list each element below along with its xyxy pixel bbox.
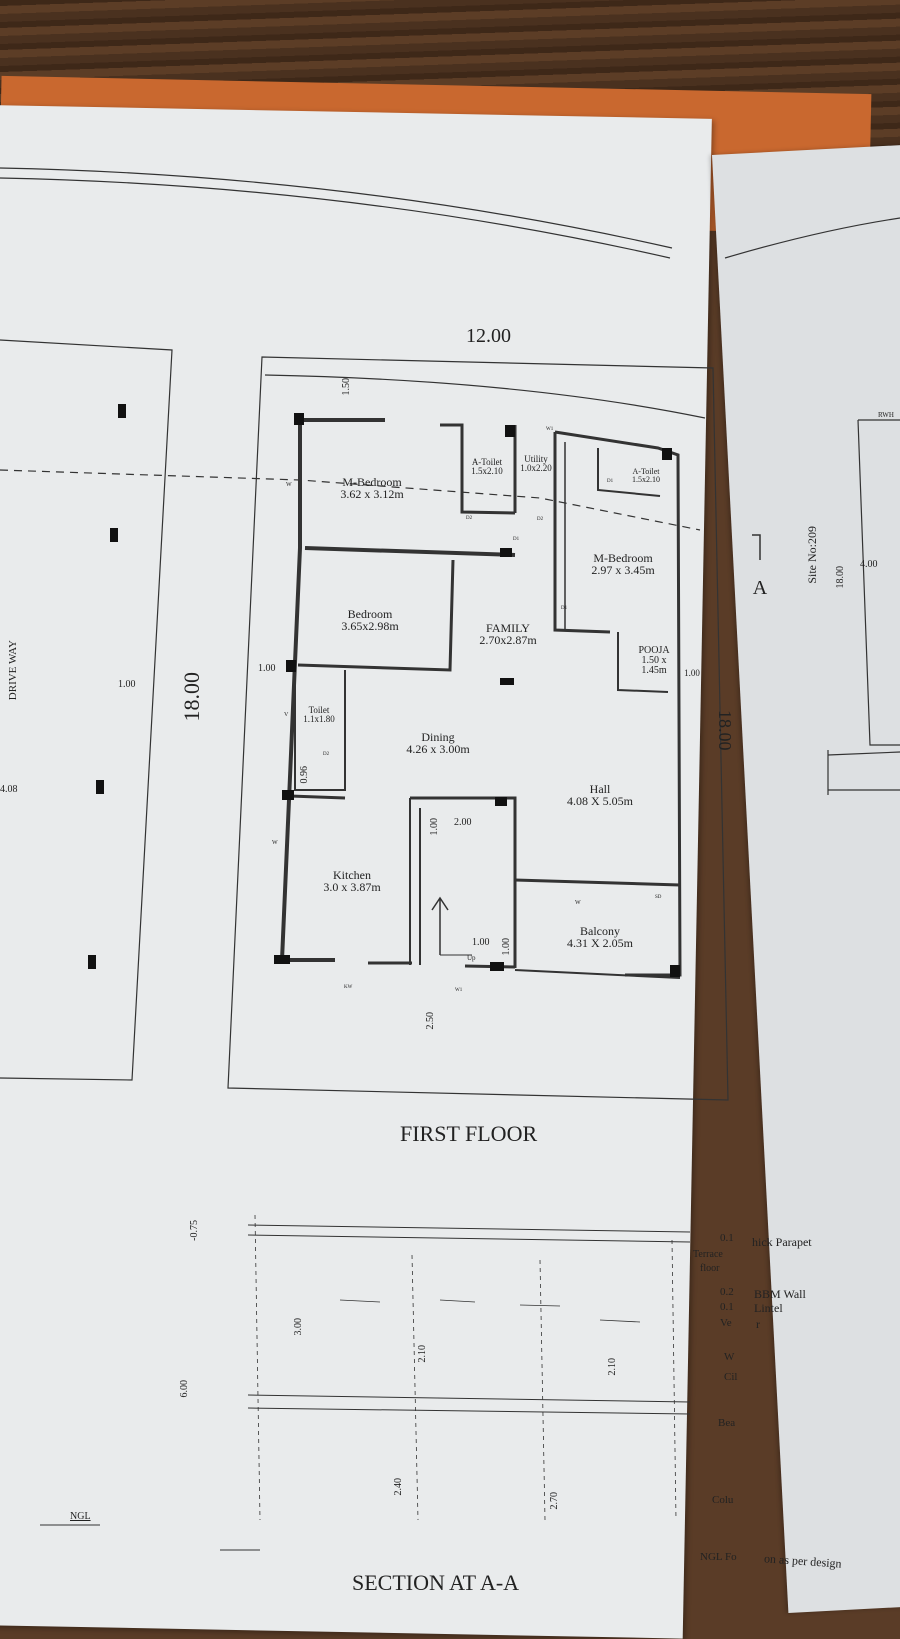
stair-landing-dim: 1.00 [472,937,490,948]
window-mark: W1 [546,427,554,432]
section-dim: 2.10 [417,1345,428,1363]
section-dim: 6.00 [179,1380,190,1398]
right-page-dim: 18.00 [835,566,846,589]
toilet-gap-dim: 0.96 [299,766,310,784]
site-number: Site No:209 [805,526,819,584]
sliding-door-mark: SD [655,895,662,900]
level-label: 0.2 [720,1286,734,1298]
floor-plan-drawing [0,167,900,1551]
level-label: floor [700,1263,720,1274]
level-label: 0.1 [720,1301,734,1313]
level-label: Bea [718,1417,736,1429]
plot-depth-dim-mirror: 18.00 [715,710,735,751]
level-label: Terrace [693,1249,723,1260]
right-page-line [724,217,900,259]
section-title: SECTION AT A-A [352,1570,520,1595]
window-mark: W [286,482,292,488]
level-label: 0.1 [720,1232,734,1244]
section-note: hick Parapet [752,1235,812,1249]
level-label: NGL Fo [700,1551,737,1563]
stair-landing-dim-2: 1.00 [501,938,512,956]
plot-width-dim: 12.00 [466,325,511,347]
stair-up-label: Up [467,954,476,962]
neighbour-plot-outline [0,339,173,1081]
page-border-line [0,177,671,259]
window-mark: W [272,840,278,846]
floor-title: FIRST FLOOR [400,1121,538,1146]
neighbour-setback-dim: 1.00 [118,679,136,690]
level-label: Cil [724,1371,738,1383]
section-dim: 2.40 [393,1478,404,1496]
right-page-dim-2: 4.00 [860,559,878,570]
ventilator-mark: V [284,712,289,718]
rear-setback-dim: 1.50 [341,378,352,396]
section-dim: 2.70 [549,1492,560,1510]
ngl-label: NGL [70,1511,91,1522]
window-mark: W [575,900,581,906]
left-setback-dim: 1.00 [258,663,276,674]
section-dim: 2.10 [607,1358,618,1376]
door-mark: D2 [466,516,473,521]
plinth-beam [247,1394,691,1415]
front-setback-dim: 2.50 [425,1012,436,1030]
section-marker: A [752,577,768,599]
stair-width-dim: 2.00 [454,817,472,828]
door-mark: D2 [323,752,330,757]
door-mark: D1 [607,479,614,484]
door-mark: D2 [537,517,544,522]
neighbour-dim: 4.08 [0,784,18,795]
plot-boundary [227,356,729,1101]
section-note: r [756,1317,760,1331]
section-note: Lintel [754,1301,783,1315]
kitchen-window-mark: KW [344,985,353,990]
stair-height-dim: 1.00 [429,818,440,836]
right-setback-dim: 1.00 [684,668,700,678]
plot-depth-dim: 18.00 [179,672,204,722]
level-label: W [724,1351,735,1363]
section-dim: -0.75 [189,1220,200,1241]
drive-way-label: DRIVE WAY [7,640,19,701]
level-label: Colu [712,1494,734,1506]
section-dim: 3.00 [293,1318,304,1336]
window-mark: W1 [455,988,463,993]
door-mark: D1 [561,606,568,611]
level-label: Ve [720,1317,732,1329]
section-line-a [0,469,701,531]
terrace-slab [247,1224,691,1243]
section-note: BBM Wall [754,1287,806,1301]
door-mark: D1 [513,537,520,542]
rwh-label: RWH [878,411,894,419]
